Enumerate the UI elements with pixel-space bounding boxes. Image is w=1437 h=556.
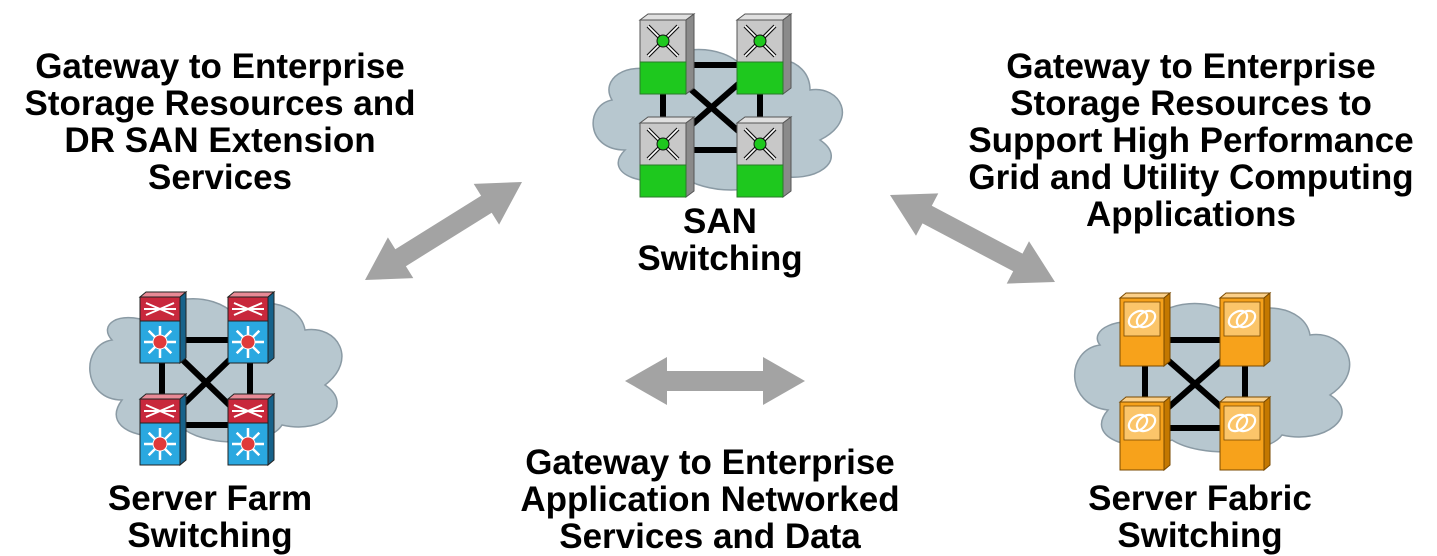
- gateway-right-label: Gateway to Enterprise Storage Resources …: [968, 47, 1414, 234]
- gateway-left-label: Gateway to Enterprise Storage Resources …: [24, 47, 416, 197]
- server-farm-switching-label: Server Farm Switching: [107, 479, 313, 555]
- server-fabric-switch-icon: [1118, 291, 1272, 472]
- double-arrow-left-icon: [365, 182, 522, 280]
- double-arrow-right-icon: [890, 193, 1055, 284]
- catalyst-multilayer-switch-icon: [138, 290, 276, 467]
- mds-fabric-switch-icon: [638, 13, 793, 198]
- server-fabric-switching-label: Server Fabric Switching: [1088, 479, 1312, 555]
- san-cloud: [592, 48, 843, 191]
- san-switching-label: SAN Switching: [637, 202, 803, 278]
- double-arrow-bottom-icon: [625, 357, 805, 405]
- arrows: [365, 182, 1055, 405]
- gateway-bottom-label: Gateway to Enterprise Application Networ…: [520, 443, 900, 556]
